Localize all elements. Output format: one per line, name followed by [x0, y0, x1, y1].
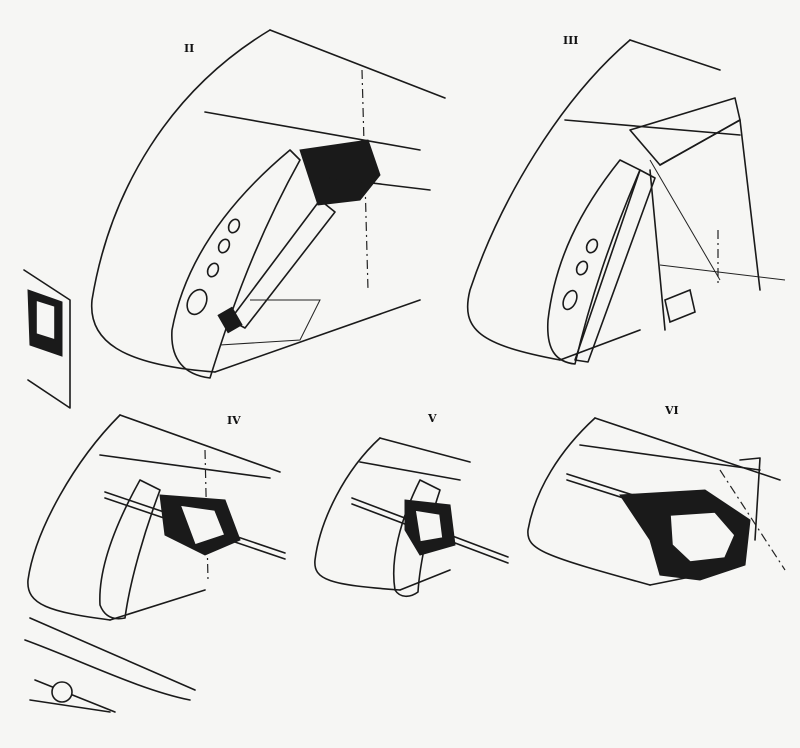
- view-3-label: III: [563, 34, 578, 47]
- view-5-drawing: V: [314, 412, 509, 598]
- bottom-fragment-drawing: [24, 617, 196, 713]
- side-fragment-drawing: [23, 269, 71, 409]
- view-4-label: IV: [227, 414, 241, 427]
- view-6-label: VI: [664, 404, 679, 417]
- view-2-label: II: [184, 42, 194, 55]
- view-6-drawing: VI: [527, 404, 786, 586]
- view-2-drawing: II: [90, 29, 446, 379]
- view-5-label: V: [427, 412, 437, 425]
- view-3-drawing: III: [466, 34, 786, 365]
- view-4-drawing: IV: [27, 414, 286, 621]
